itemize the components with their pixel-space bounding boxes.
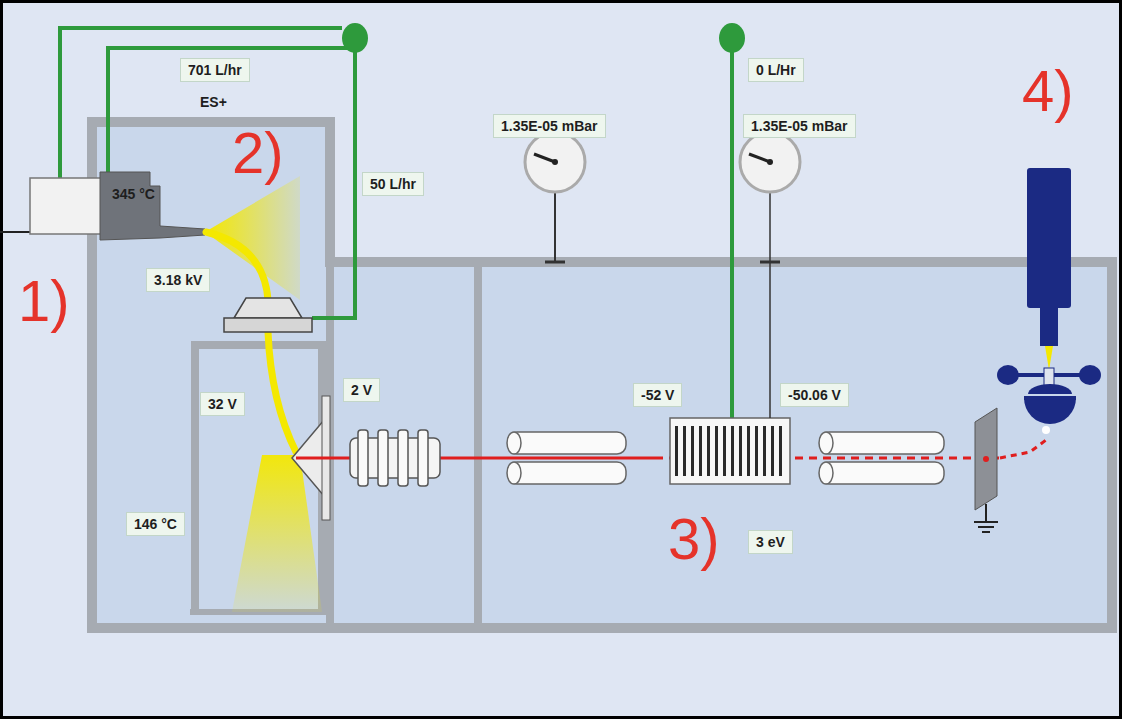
callout-number: 1) — [18, 272, 70, 330]
readout-box: 0 L/Hr — [748, 58, 804, 82]
readout-box: 3 eV — [748, 530, 793, 554]
readout-box: 32 V — [200, 392, 245, 416]
readout-value: 2 V — [351, 382, 372, 398]
readout-value: 701 L/hr — [188, 62, 242, 78]
readout-box: 3.18 kV — [146, 268, 210, 292]
readout-box: -50.06 V — [780, 383, 849, 407]
readout-value: 146 °C — [134, 516, 177, 532]
readout-value: -52 V — [641, 387, 674, 403]
temperature-label: 345 °C — [112, 186, 155, 202]
readout-value: 3 eV — [756, 534, 785, 550]
readout-box: -52 V — [633, 383, 682, 407]
callout-number: 2) — [232, 124, 284, 182]
readout-value: 1.35E-05 mBar — [501, 118, 598, 134]
callout-number: 4) — [1022, 62, 1074, 120]
readout-box: 701 L/hr — [180, 58, 250, 82]
readout-value: 0 L/Hr — [756, 62, 796, 78]
ion-mode-label: ES+ — [200, 94, 227, 110]
callout-number: 3) — [668, 510, 720, 568]
readout-box: 1.35E-05 mBar — [493, 114, 606, 138]
readout-box: 2 V — [343, 378, 380, 402]
readout-box: 1.35E-05 mBar — [743, 114, 856, 138]
readout-value: 1.35E-05 mBar — [751, 118, 848, 134]
readout-value: -50.06 V — [788, 387, 841, 403]
readout-value: 3.18 kV — [154, 272, 202, 288]
readout-box: 146 °C — [126, 512, 185, 536]
readout-value: 32 V — [208, 396, 237, 412]
readout-value: 50 L/hr — [370, 176, 416, 192]
readout-box: 50 L/hr — [362, 172, 424, 196]
